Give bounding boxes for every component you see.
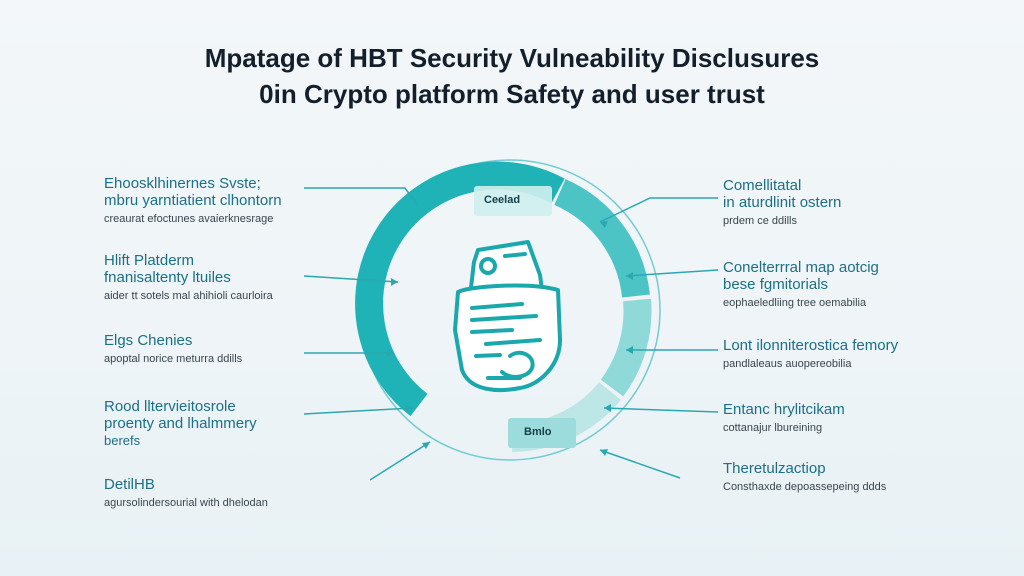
document-shield-icon: [453, 240, 562, 392]
left-item-5: DetilHB agursolindersourial with dheloda…: [104, 476, 344, 510]
left-item-4: Rood lltervieitosrole proenty and lhalmm…: [104, 398, 344, 449]
right-item-4: Entanc hrylitcikam cottanajur lbureining: [723, 401, 933, 435]
ring-bottom-label: Bmlo: [524, 426, 552, 438]
bottom-label-tab: [508, 418, 576, 448]
top-label-tab: [474, 186, 552, 216]
left-item-1: Ehoosklhinernes Svste; mbru yarntiatient…: [104, 175, 344, 226]
title-line-1: Mpatage of HBT Security Vulneability Dis…: [204, 43, 820, 73]
left-item-1-sub: creaurat efoctunes avaierknesrage: [104, 213, 274, 225]
left-item-5-sub: agursolindersourial with dhelodan: [104, 497, 268, 509]
ring-segment-secondary: [554, 179, 650, 298]
page-title: Mpatage of HBT Security Vulneability Dis…: [0, 40, 1024, 112]
right-item-5: Theretulzactiop Consthaxde depoassepeing…: [723, 460, 933, 494]
left-item-2-sub: aider tt sotels mal ahihioli caurloira: [104, 290, 273, 302]
right-connectors: [599, 197, 719, 479]
connector-right-1: [599, 197, 718, 223]
connector-left-5: [369, 441, 431, 481]
left-connectors: [303, 187, 431, 481]
connector-right-5: [599, 449, 681, 479]
ring-segment-primary: [355, 161, 565, 417]
left-item-4-line-1: Rood lltervieitosrole: [104, 398, 236, 415]
left-item-1-line-2: mbru yarntiatient clhontorn: [104, 192, 282, 209]
right-arrowheads: [600, 221, 633, 456]
right-item-1-line-2: in aturdlinit ostern: [723, 194, 842, 211]
right-item-4-sub: cottanajur lbureining: [723, 422, 823, 434]
connector-left-2: [303, 275, 399, 283]
left-arrowheads: [387, 278, 430, 449]
connector-left-4: [303, 407, 413, 415]
right-item-1-line-1: Comellitatal: [723, 177, 802, 194]
ring-segment-light: [600, 298, 652, 397]
connector-left-1: [304, 187, 419, 207]
right-item-2-line-1: Conelterrral map aotcig: [723, 259, 879, 276]
connector-right-2: [625, 269, 719, 277]
left-item-4-line-2: proenty and lhalmmery: [104, 415, 257, 432]
right-item-3-line-1: Lont ilonniterostica femory: [723, 337, 899, 354]
left-item-2: Hlift Platderm fnanisaltenty ltuiles aid…: [104, 252, 344, 303]
left-item-1-line-1: Ehoosklhinernes Svste;: [104, 175, 261, 192]
ring-top-label: Ceelad: [484, 194, 521, 206]
right-item-2-sub: eophaeledliing tree oemabilia: [723, 297, 867, 309]
right-item-4-line-1: Entanc hrylitcikam: [723, 401, 845, 418]
right-item-3-sub: pandlaleaus auopereobilia: [723, 358, 852, 370]
connector-right-4: [603, 407, 719, 413]
left-item-2-line-2: fnanisaltenty ltuiles: [104, 269, 231, 286]
right-item-2-line-2: bese fgmitorials: [723, 276, 829, 293]
left-item-3-line-1: Elgs Chenies: [104, 332, 193, 349]
left-item-5-line-1: DetilHB: [104, 476, 155, 493]
right-item-5-line-1: Theretulzactiop: [723, 460, 826, 477]
left-item-3-sub: apoptal norice meturra ddills: [104, 353, 243, 365]
title-line-2: 0in Crypto platform Safety and user trus…: [259, 79, 765, 109]
right-item-2: Conelterrral map aotcig bese fgmitorials…: [723, 259, 933, 310]
right-item-5-sub: Consthaxde depoassepeing ddds: [723, 481, 887, 493]
right-item-1: Comellitatal in aturdlinit ostern prdem …: [723, 177, 933, 228]
left-item-3: Elgs Chenies apoptal norice meturra ddil…: [104, 332, 344, 366]
right-item-1-sub: prdem ce ddills: [723, 215, 797, 227]
left-item-4-line-3: berefs: [104, 433, 141, 448]
left-item-2-line-1: Hlift Platderm: [104, 252, 195, 269]
right-item-3: Lont ilonniterostica femory pandlaleaus …: [723, 337, 933, 371]
